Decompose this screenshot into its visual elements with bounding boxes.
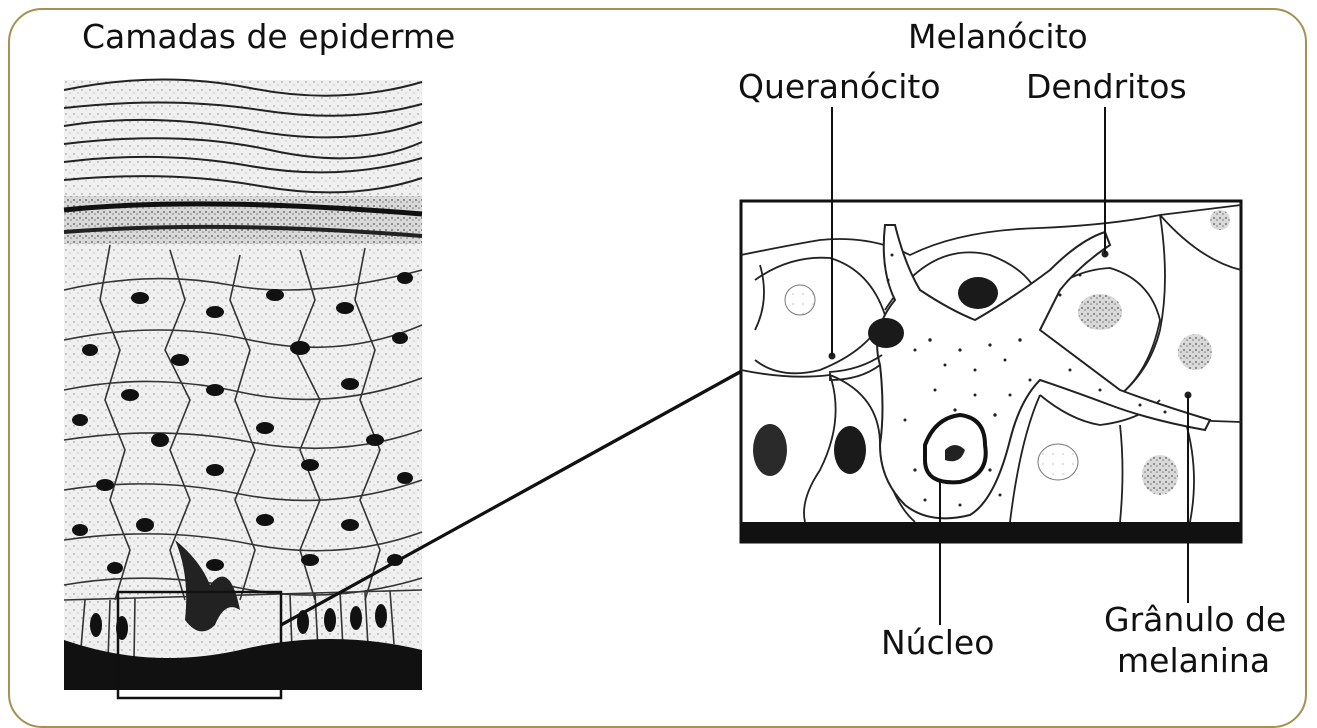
epidermis-layers — [64, 79, 422, 698]
dendrites-label: Dendritos — [1026, 70, 1187, 105]
left-title: Camadas de epiderme — [82, 20, 455, 55]
melanocyte-enlargement — [741, 107, 1241, 625]
keratinocyte-label: Queranócito — [738, 70, 941, 105]
nucleus-label: Núcleo — [881, 626, 994, 661]
right-title: Melanócito — [908, 20, 1088, 55]
melanin-granule-label-line2: melanina — [1117, 644, 1270, 679]
melanin-granule-label-line1: Grânulo de — [1104, 603, 1286, 638]
